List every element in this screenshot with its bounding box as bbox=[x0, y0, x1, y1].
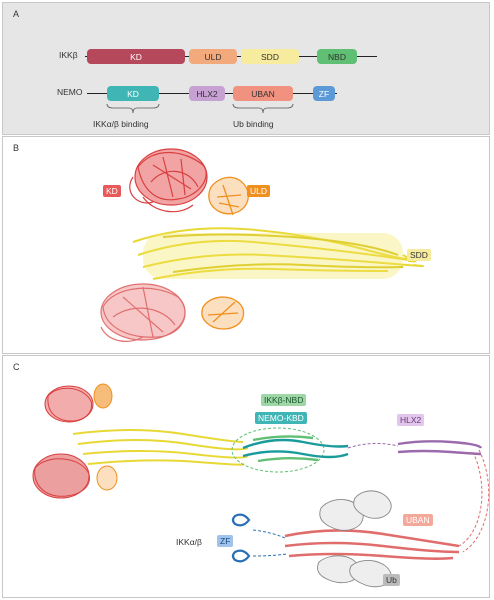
ikkb-dimer-structure bbox=[100, 148, 424, 342]
panel-c-structure: C bbox=[2, 355, 490, 598]
panel-c-ub-label: Ub bbox=[383, 574, 400, 586]
ub-structures bbox=[317, 490, 392, 588]
nemo-hlx2-domain: HLX2 bbox=[189, 86, 225, 101]
panel-c-hlx2-label: HLX2 bbox=[397, 414, 425, 426]
panel-a-domain-diagram: A IKKβ KD ULD SDD NBD NEMO KD HLX2 UBAN … bbox=[2, 2, 490, 135]
kd-upper-small bbox=[44, 385, 94, 423]
uld-lower-small bbox=[96, 465, 118, 491]
nemo-kbd-helices bbox=[242, 435, 349, 463]
panel-b-structure: B bbox=[2, 136, 490, 354]
ikk-nemo-complex-structure bbox=[32, 383, 490, 588]
uld-lower-ribbon bbox=[201, 296, 245, 330]
panel-b-kd-label: KD bbox=[103, 185, 121, 197]
kd-lower-small bbox=[32, 453, 90, 499]
nbd-kbd-dashed-ellipse bbox=[231, 427, 325, 473]
hlx2-helices bbox=[397, 440, 483, 456]
zf-uban-linker-1 bbox=[252, 529, 286, 539]
ikk-binding-label: IKKα/β binding bbox=[93, 119, 149, 129]
panel-c-ikkb-nbd-label: IKKβ-NBD bbox=[261, 394, 307, 406]
panel-a-letter: A bbox=[13, 9, 20, 19]
zf-structures bbox=[231, 513, 251, 563]
panel-c-ikk-ab-label: IKKα/β bbox=[176, 537, 202, 547]
ikkb-uld-domain: ULD bbox=[189, 49, 237, 64]
uld-upper-ribbon bbox=[208, 176, 249, 216]
nemo-uban-domain: UBAN bbox=[233, 86, 293, 101]
binding-braces bbox=[106, 103, 294, 114]
kd-upper-ribbon bbox=[129, 148, 208, 213]
uld-upper-small bbox=[93, 383, 113, 409]
zf-uban-linker-2 bbox=[252, 553, 288, 557]
panel-b-sdd-label: SDD bbox=[407, 249, 431, 261]
panel-b-letter: B bbox=[13, 143, 20, 153]
ikkb-kd-domain: KD bbox=[87, 49, 185, 64]
ikkb-nbd-domain: NBD bbox=[317, 49, 357, 64]
kd-lower-ribbon bbox=[100, 283, 186, 342]
panel-c-uban-label: UBAN bbox=[403, 514, 433, 526]
nemo-label: NEMO bbox=[57, 87, 83, 97]
nemo-zf-domain: ZF bbox=[313, 86, 335, 101]
ikkb-sdd-domain: SDD bbox=[241, 49, 299, 64]
panel-c-letter: C bbox=[13, 362, 20, 372]
nemo-kd-domain: KD bbox=[107, 86, 159, 101]
panel-c-zf-label: ZF bbox=[217, 535, 234, 547]
hlx2-uban-linker-2 bbox=[458, 451, 483, 547]
ub-binding-label: Ub binding bbox=[233, 119, 274, 129]
ikkb-label: IKKβ bbox=[59, 50, 78, 60]
panel-c-nemo-kbd-label: NEMO-KBD bbox=[255, 412, 307, 424]
sdd-helix-small bbox=[72, 429, 249, 466]
kbd-hlx2-linker bbox=[347, 442, 399, 449]
uban-helices bbox=[284, 529, 460, 560]
hlx2-uban-linker-1 bbox=[462, 449, 490, 553]
panel-b-uld-label: ULD bbox=[247, 185, 271, 197]
